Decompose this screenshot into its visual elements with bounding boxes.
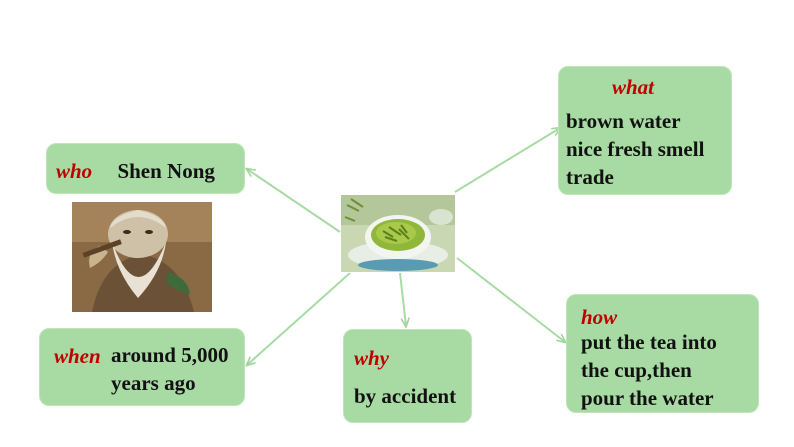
shen-nong-portrait	[72, 202, 212, 312]
who-label: who	[56, 159, 93, 183]
arrow-to-when	[247, 272, 351, 365]
when-node: when around 5,000 years ago	[39, 328, 245, 406]
who-node: who Shen Nong	[46, 143, 245, 194]
when-answer-1: around 5,000	[111, 343, 229, 367]
what-node: what brown water nice fresh smell trade	[558, 66, 732, 195]
arrow-to-how	[456, 257, 565, 342]
arrow-to-what	[454, 128, 560, 193]
when-answer-2: years ago	[111, 371, 196, 395]
what-label: what	[612, 75, 655, 99]
how-answer-2: the cup,then	[581, 358, 692, 382]
who-answer: Shen Nong	[117, 159, 215, 183]
arrow-to-why	[399, 272, 406, 326]
how-label: how	[581, 305, 618, 329]
why-label: why	[354, 346, 390, 370]
why-node: why by accident	[343, 329, 472, 423]
what-answer-2: nice fresh smell	[566, 137, 705, 161]
why-answer: by accident	[354, 384, 457, 408]
what-answer-1: brown water	[566, 109, 681, 133]
how-answer-1: put the tea into	[581, 330, 717, 354]
how-node: how put the tea into the cup,then pour t…	[566, 294, 759, 413]
arrow-to-who	[247, 169, 341, 233]
tea-cup-image	[341, 195, 455, 272]
when-label: when	[54, 344, 101, 368]
what-answer-3: trade	[566, 165, 614, 189]
how-answer-3: pour the water	[581, 386, 714, 410]
